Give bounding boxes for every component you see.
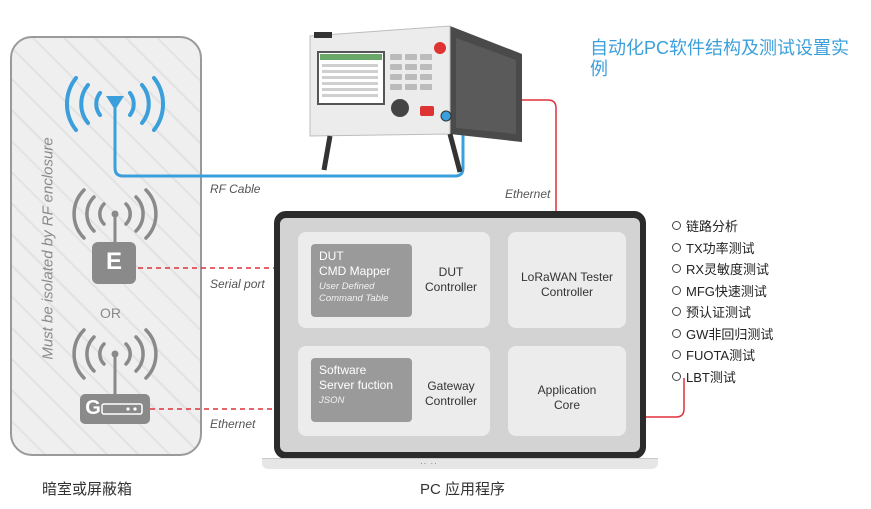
end-device-letter: E — [105, 248, 122, 275]
list-item: 预认证测试 — [672, 302, 773, 324]
antenna-icon — [65, 76, 165, 132]
lorawan-tester-controller-tile: LoRaWAN Tester Controller — [508, 232, 626, 328]
lorawan-controller-line1: LoRaWAN Tester — [520, 270, 614, 284]
list-item: LBT测试 — [672, 367, 773, 389]
test-list: 链路分析 TX功率测试 RX灵敏度测试 MFG快速测试 预认证测试 GW非回归测… — [672, 216, 773, 388]
dut-mapper-sub1: User Defined — [319, 281, 375, 292]
gateway-icon — [72, 328, 158, 424]
bullet-icon — [672, 350, 681, 359]
software-server-line1: Software — [319, 363, 367, 377]
gateway-letter: G — [85, 397, 101, 419]
bullet-icon — [672, 285, 681, 295]
dut-mapper-line1: DUT — [319, 249, 344, 263]
application-core-line1: Application — [537, 383, 597, 397]
dut-controller-line1: DUT — [438, 265, 464, 279]
lorawan-controller-line2: Controller — [540, 285, 594, 299]
software-server: Software Server fuction JSON — [311, 358, 412, 422]
rf-cable-label: RF Cable — [210, 182, 261, 196]
laptop-base-dots: ·· ·· — [420, 459, 438, 468]
gateway-tile: Software Server fuction JSON Gateway Con… — [298, 346, 490, 436]
bullet-icon — [672, 371, 681, 381]
gateway-controller-line2: Controller — [424, 394, 478, 408]
end-device-icon — [72, 188, 158, 284]
app-core-link — [626, 378, 685, 418]
lorawan-tester-controller: LoRaWAN Tester Controller — [508, 270, 626, 300]
dut-mapper-line2: CMD Mapper — [319, 264, 391, 278]
bullet-icon — [672, 221, 681, 230]
application-core: Application Core — [508, 383, 626, 413]
gateway-controller-line1: Gateway — [427, 379, 475, 393]
application-core-tile: Application Core — [508, 346, 626, 436]
pc-caption: PC 应用程序 — [420, 481, 506, 498]
dut-cmd-mapper: DUT CMD Mapper User Defined Command Tabl… — [311, 244, 412, 317]
dut-controller: DUT Controller — [416, 265, 486, 295]
bullet-icon — [672, 328, 681, 338]
or-label: OR — [100, 305, 121, 321]
list-item: FUOTA测试 — [672, 345, 773, 367]
dut-tile: DUT CMD Mapper User Defined Command Tabl… — [298, 232, 490, 328]
list-item: TX功率测试 — [672, 238, 773, 260]
list-item: RX灵敏度测试 — [672, 259, 773, 281]
lorawan-tester-device — [309, 25, 522, 173]
bullet-icon — [672, 264, 681, 273]
list-item: 链路分析 — [672, 216, 773, 238]
list-item: GW非回归测试 — [672, 324, 773, 346]
application-core-line2: Core — [553, 398, 580, 412]
ethernet-label-top: Ethernet — [505, 187, 551, 201]
bullet-icon — [672, 242, 681, 252]
serial-port-label: Serial port — [210, 277, 265, 291]
bullet-icon — [672, 307, 681, 316]
list-item: MFG快速测试 — [672, 281, 773, 303]
ethernet-label-bottom: Ethernet — [210, 417, 256, 431]
dut-controller-line2: Controller — [424, 280, 478, 294]
software-server-line2: Server fuction — [319, 378, 394, 392]
dut-mapper-sub2: Command Table — [319, 293, 389, 304]
ethernet-cable-top — [492, 99, 557, 236]
software-server-sub: JSON — [319, 395, 345, 406]
laptop-base — [262, 458, 658, 469]
enclosure-caption: 暗室或屏蔽箱 — [42, 481, 133, 498]
rf-cable — [113, 104, 465, 178]
gateway-controller: Gateway Controller — [416, 379, 486, 409]
page-title: 自动化PC软件结构及测试设置实例 — [590, 38, 850, 79]
